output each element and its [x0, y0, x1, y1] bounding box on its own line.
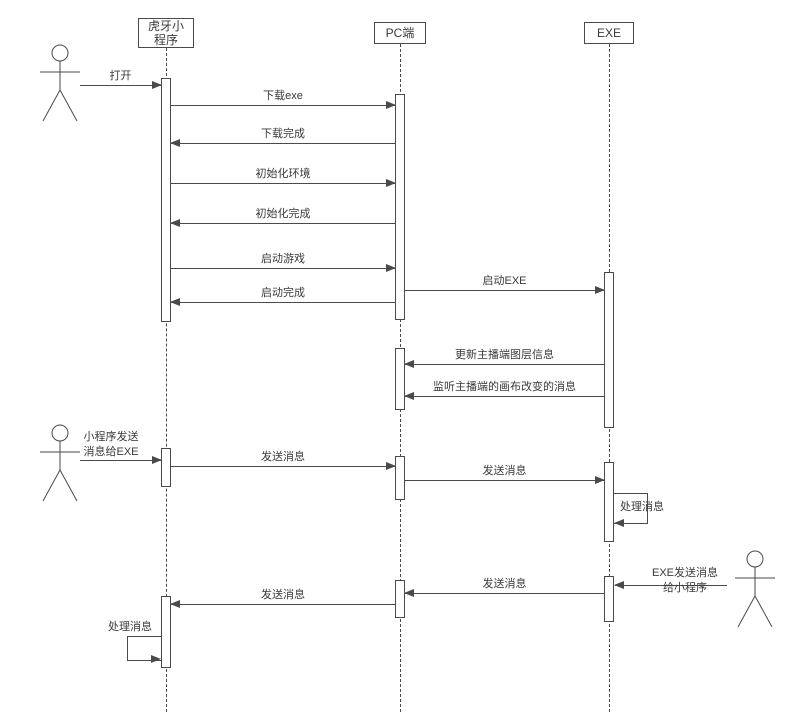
message-send-4: 发送消息	[170, 589, 395, 608]
self-message-huya-label: 处理消息	[108, 621, 152, 633]
message-label: 更新主播端图层信息	[455, 349, 554, 361]
message-start-exe: 启动EXE	[405, 275, 605, 294]
arrowhead-icon	[404, 392, 414, 400]
activation-bar-exe-3	[604, 576, 614, 622]
arrowhead-icon	[386, 462, 396, 470]
message-label: 发送消息	[261, 451, 305, 463]
actor-message-label: 小程序发送消息给EXE	[83, 431, 139, 458]
participant-label: PC端	[385, 25, 415, 40]
arrowhead-icon	[152, 456, 162, 464]
arrowhead-icon	[386, 101, 396, 109]
message-start-game: 启动游戏	[171, 253, 396, 272]
message-label: 启动完成	[261, 287, 305, 299]
message-init-complete: 初始化完成	[170, 208, 395, 227]
message-open: 打开	[80, 70, 162, 89]
message-label: 启动EXE	[482, 275, 527, 287]
arrowhead-icon	[386, 264, 396, 272]
activation-bar-huya-1	[161, 78, 171, 322]
activation-bar-exe-1	[604, 272, 614, 428]
arrowhead-icon	[404, 360, 414, 368]
arrowhead-icon	[595, 286, 605, 294]
message-label: 下载完成	[261, 128, 305, 140]
message-label: 下载exe	[263, 90, 303, 102]
actor-user-bottom-right	[733, 550, 777, 637]
activation-bar-huya-3	[161, 596, 171, 668]
self-message-huya-loop	[127, 636, 161, 661]
arrowhead-icon	[614, 581, 624, 589]
actor-icon	[40, 44, 80, 122]
message-label: 发送消息	[261, 589, 305, 601]
message-label: 初始化环境	[255, 168, 311, 180]
actor-user-mid-left	[38, 424, 82, 511]
message-send-3: 发送消息	[404, 578, 604, 597]
arrowhead-icon	[151, 655, 161, 663]
actor-user-top-left	[38, 44, 82, 131]
arrowhead-icon	[170, 600, 180, 608]
message-label: 初始化完成	[255, 208, 311, 220]
arrowhead-icon	[170, 219, 180, 227]
message-send-1: 发送消息	[171, 451, 396, 470]
activation-bar-pc-1	[395, 94, 405, 320]
participant-exe: EXE	[584, 22, 634, 44]
participant-label: 虎牙小程序	[147, 18, 184, 47]
message-label: 启动游戏	[261, 253, 305, 265]
arrowhead-icon	[170, 298, 180, 306]
message-label: 打开	[109, 70, 132, 82]
message-update-layer-info: 更新主播端图层信息	[404, 349, 604, 368]
arrowhead-icon	[386, 179, 396, 187]
message-init-env: 初始化环境	[171, 168, 396, 187]
message-label: 监听主播端的画布改变的消息	[433, 381, 576, 393]
lifeline-huya	[166, 48, 167, 712]
self-message-exe-label: 处理消息	[620, 501, 664, 513]
actor-icon	[735, 550, 775, 628]
self-message-exe-loop	[614, 493, 648, 524]
message-label: 发送消息	[482, 578, 527, 590]
arrowhead-icon	[170, 139, 180, 147]
message-actor-to-exe	[614, 581, 727, 589]
message-label: 发送消息	[482, 465, 527, 477]
participant-label: EXE	[596, 25, 621, 40]
arrowhead-icon	[152, 81, 162, 89]
activation-bar-pc-4	[395, 580, 405, 618]
message-start-complete: 启动完成	[170, 287, 395, 306]
actor-message-label: EXE发送消息给小程序	[651, 567, 718, 594]
message-actor-to-huya	[80, 456, 162, 464]
message-listen-canvas-change: 监听主播端的画布改变的消息	[404, 381, 604, 400]
participant-huya-miniprogram: 虎牙小程序	[138, 18, 194, 48]
participant-pc: PC端	[374, 22, 426, 44]
arrowhead-icon	[595, 476, 605, 484]
arrowhead-icon	[404, 589, 414, 597]
message-download-complete: 下载完成	[170, 128, 395, 147]
activation-bar-exe-2	[604, 462, 614, 542]
actor-icon	[40, 424, 80, 502]
message-send-2: 发送消息	[405, 465, 605, 484]
arrowhead-icon	[614, 519, 624, 527]
activation-bar-pc-2	[395, 348, 405, 410]
message-download-exe: 下载exe	[171, 90, 396, 109]
activation-bar-huya-2	[161, 448, 171, 487]
activation-bar-pc-3	[395, 456, 405, 500]
